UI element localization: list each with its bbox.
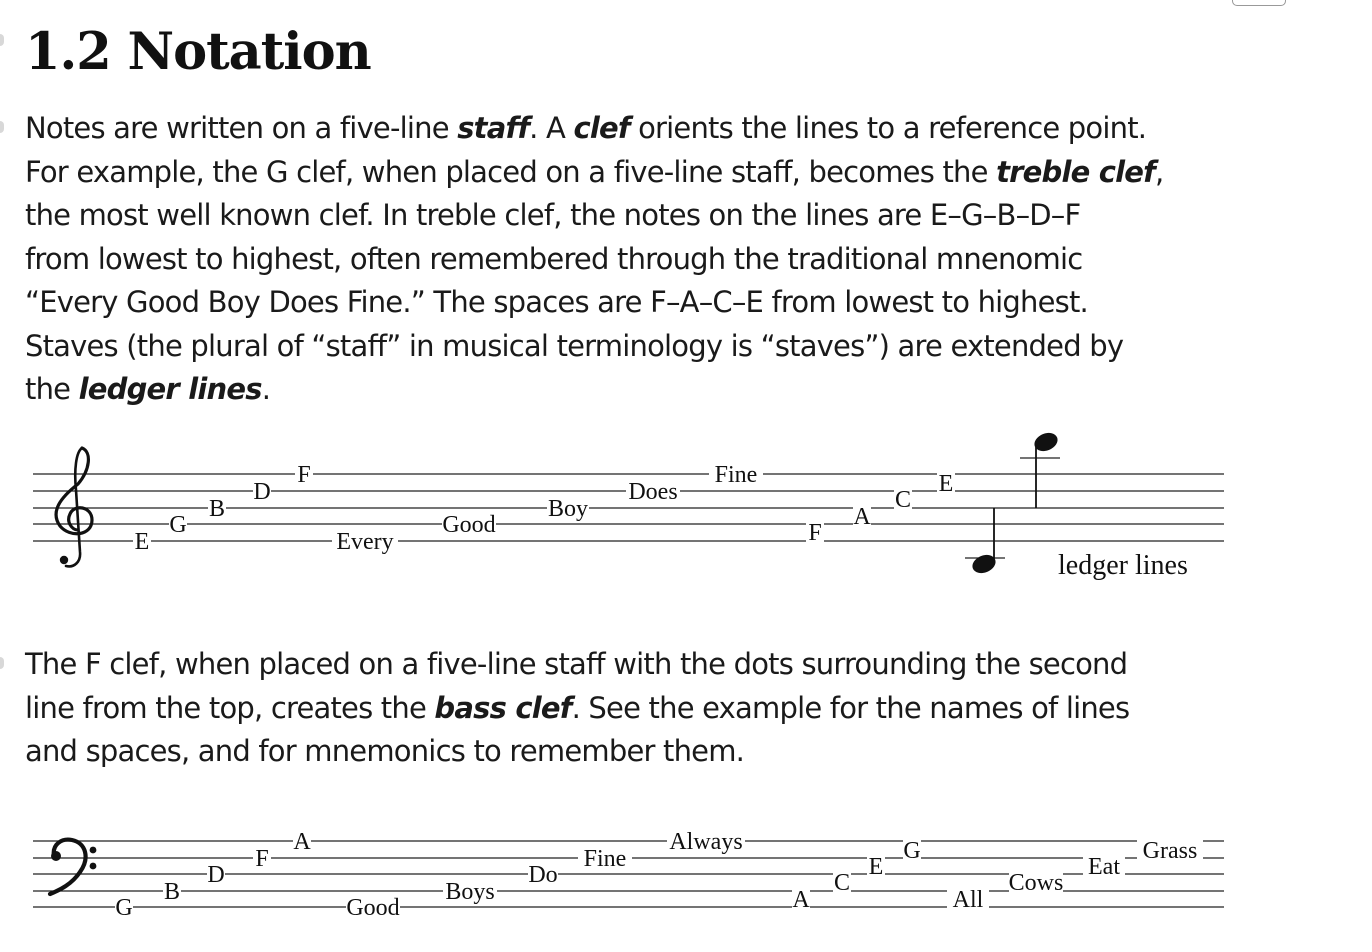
notation-paragraph: Notes are written on a five-line staff. … bbox=[25, 111, 1164, 406]
note-label: C bbox=[834, 870, 850, 896]
term-treble-clef: treble clef bbox=[996, 154, 1156, 189]
note-label: E bbox=[135, 529, 150, 555]
margin-marker bbox=[0, 121, 4, 133]
bass-note-labels: GBDFAGoodBoysDoFineAlwaysACEGAllCowsEatG… bbox=[115, 827, 1203, 921]
ledger-notes bbox=[972, 432, 1058, 574]
note-label: G bbox=[903, 838, 920, 864]
bass-staff-diagram: GBDFAGoodBoysDoFineAlwaysACEGAllCowsEatG… bbox=[33, 827, 1224, 921]
note-label: A bbox=[792, 887, 810, 913]
note-label: C bbox=[895, 487, 911, 513]
note-label: Grass bbox=[1143, 838, 1198, 864]
note-label: Good bbox=[442, 512, 495, 538]
bass-clef-icon bbox=[47, 837, 97, 897]
term-ledger-lines: ledger lines bbox=[78, 372, 263, 406]
note-label: Fine bbox=[715, 462, 758, 488]
note-label: A bbox=[853, 504, 871, 530]
note-label: Boy bbox=[548, 496, 588, 522]
top-right-control[interactable] bbox=[1232, 0, 1286, 6]
note-label: All bbox=[953, 887, 984, 913]
note-label: F bbox=[808, 520, 821, 546]
note-label: Cows bbox=[1009, 870, 1064, 896]
note-label: G bbox=[169, 512, 186, 538]
note-label: Boys bbox=[445, 879, 494, 905]
note-label: A bbox=[293, 829, 311, 855]
bass-clef-paragraph: The F clef, when placed on a five-line s… bbox=[25, 647, 1130, 768]
note-label: D bbox=[207, 862, 224, 888]
note-label: Do bbox=[528, 862, 557, 888]
note-label: Good bbox=[346, 895, 399, 921]
note-label: D bbox=[253, 479, 270, 505]
ledger-lines-caption: ledger lines bbox=[1058, 550, 1188, 581]
note-label: Fine bbox=[584, 846, 627, 872]
note-label: F bbox=[255, 846, 268, 872]
margin-marker bbox=[0, 657, 4, 669]
treble-clef-icon bbox=[54, 446, 94, 568]
section-title: 1.2 Notation bbox=[25, 22, 372, 82]
note-label: Eat bbox=[1088, 854, 1120, 880]
term-clef: clef bbox=[573, 111, 630, 145]
note-label: G bbox=[115, 895, 132, 921]
note-label: Always bbox=[669, 829, 742, 855]
term-staff: staff bbox=[457, 111, 530, 145]
staff-lines bbox=[33, 473, 1224, 542]
margin-marker bbox=[0, 34, 4, 46]
term-bass-clef: bass clef bbox=[434, 690, 572, 725]
note-label: E bbox=[869, 854, 884, 880]
note-label: B bbox=[164, 879, 180, 905]
note-label: Does bbox=[628, 479, 677, 505]
note-label: F bbox=[297, 462, 310, 488]
note-label: B bbox=[209, 496, 225, 522]
note-label: Every bbox=[336, 529, 393, 555]
note-label: E bbox=[939, 471, 954, 497]
